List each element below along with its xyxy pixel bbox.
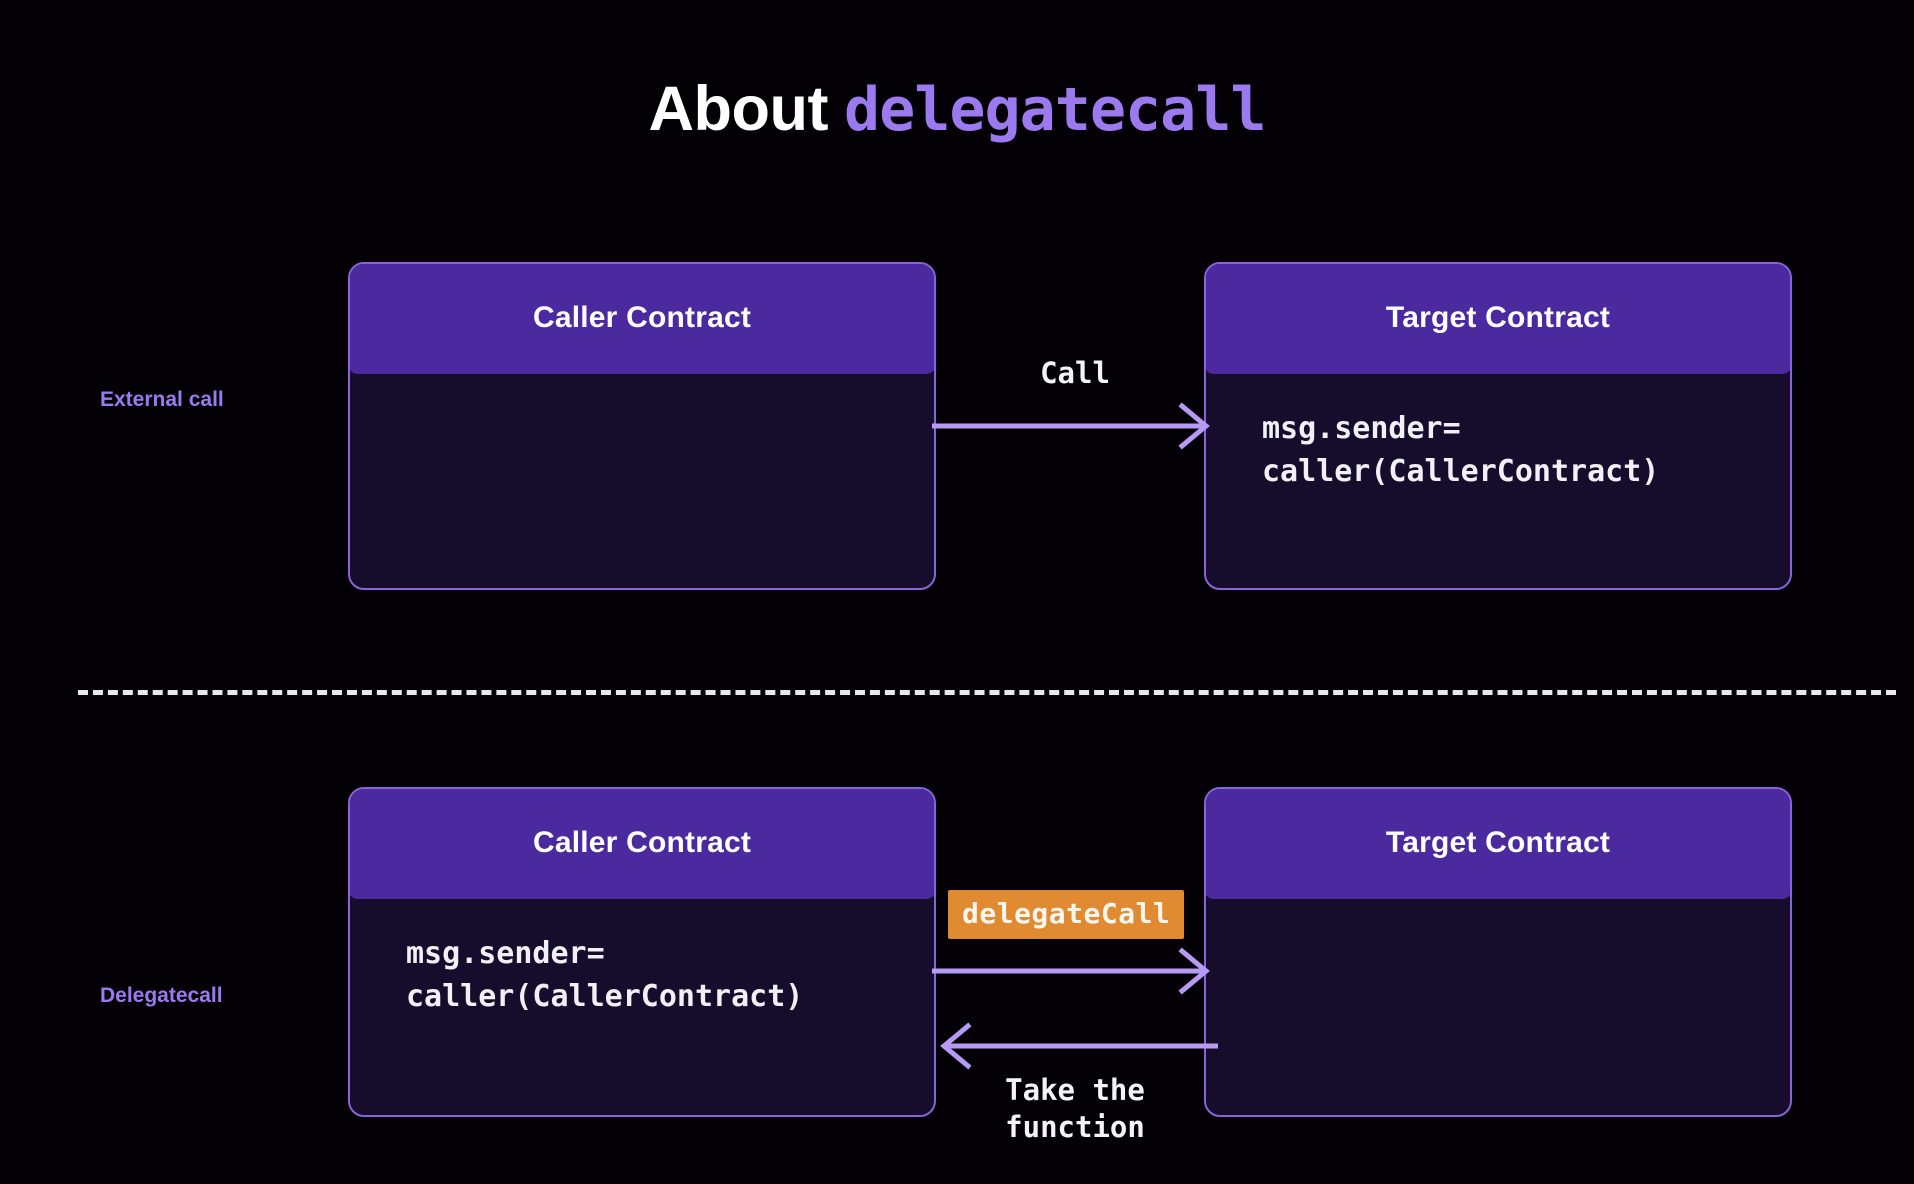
page-title-plain: About: [648, 74, 829, 144]
external-target-contract-body: msg.sender= caller(CallerContract): [1206, 374, 1790, 493]
delegate-caller-contract-title: Caller Contract: [532, 826, 752, 859]
row-label-delegatecall: Delegatecall: [100, 984, 223, 1007]
external-target-contract-code: msg.sender= caller(CallerContract): [1262, 411, 1660, 489]
delegate-caller-contract-header: Caller Contract: [350, 789, 934, 899]
external-caller-contract-body: [350, 374, 934, 408]
delegate-target-contract-title: Target Contract: [1385, 826, 1611, 859]
delegate-caller-contract-code: msg.sender= caller(CallerContract): [406, 936, 804, 1014]
delegate-target-contract-body: [1206, 899, 1790, 933]
delegate-caller-contract-body: msg.sender= caller(CallerContract): [350, 899, 934, 1018]
external-target-contract-box: Target Contract msg.sender= caller(Calle…: [1204, 262, 1792, 590]
row-label-external-call: External call: [100, 388, 224, 411]
external-caller-contract-title: Caller Contract: [532, 301, 752, 334]
external-target-contract-title: Target Contract: [1385, 301, 1611, 334]
delegatecall-arrow-icon: [932, 947, 1210, 995]
delegatecall-badge: delegateCall: [948, 890, 1185, 939]
call-arrow-icon: [932, 402, 1210, 450]
delegate-target-contract-box: Target Contract: [1204, 787, 1792, 1117]
section-divider: [78, 690, 1896, 695]
external-target-contract-header: Target Contract: [1206, 264, 1790, 374]
external-caller-contract-box: Caller Contract: [348, 262, 936, 590]
page-title-code: delegatecall: [843, 75, 1266, 145]
delegate-caller-contract-box: Caller Contract msg.sender= caller(Calle…: [348, 787, 936, 1117]
delegate-target-contract-header: Target Contract: [1206, 789, 1790, 899]
call-arrow-label: Call: [1040, 356, 1110, 390]
external-caller-contract-header: Caller Contract: [350, 264, 934, 374]
take-the-function-label: Take the function: [1005, 1073, 1145, 1145]
return-arrow-icon: [940, 1022, 1218, 1070]
